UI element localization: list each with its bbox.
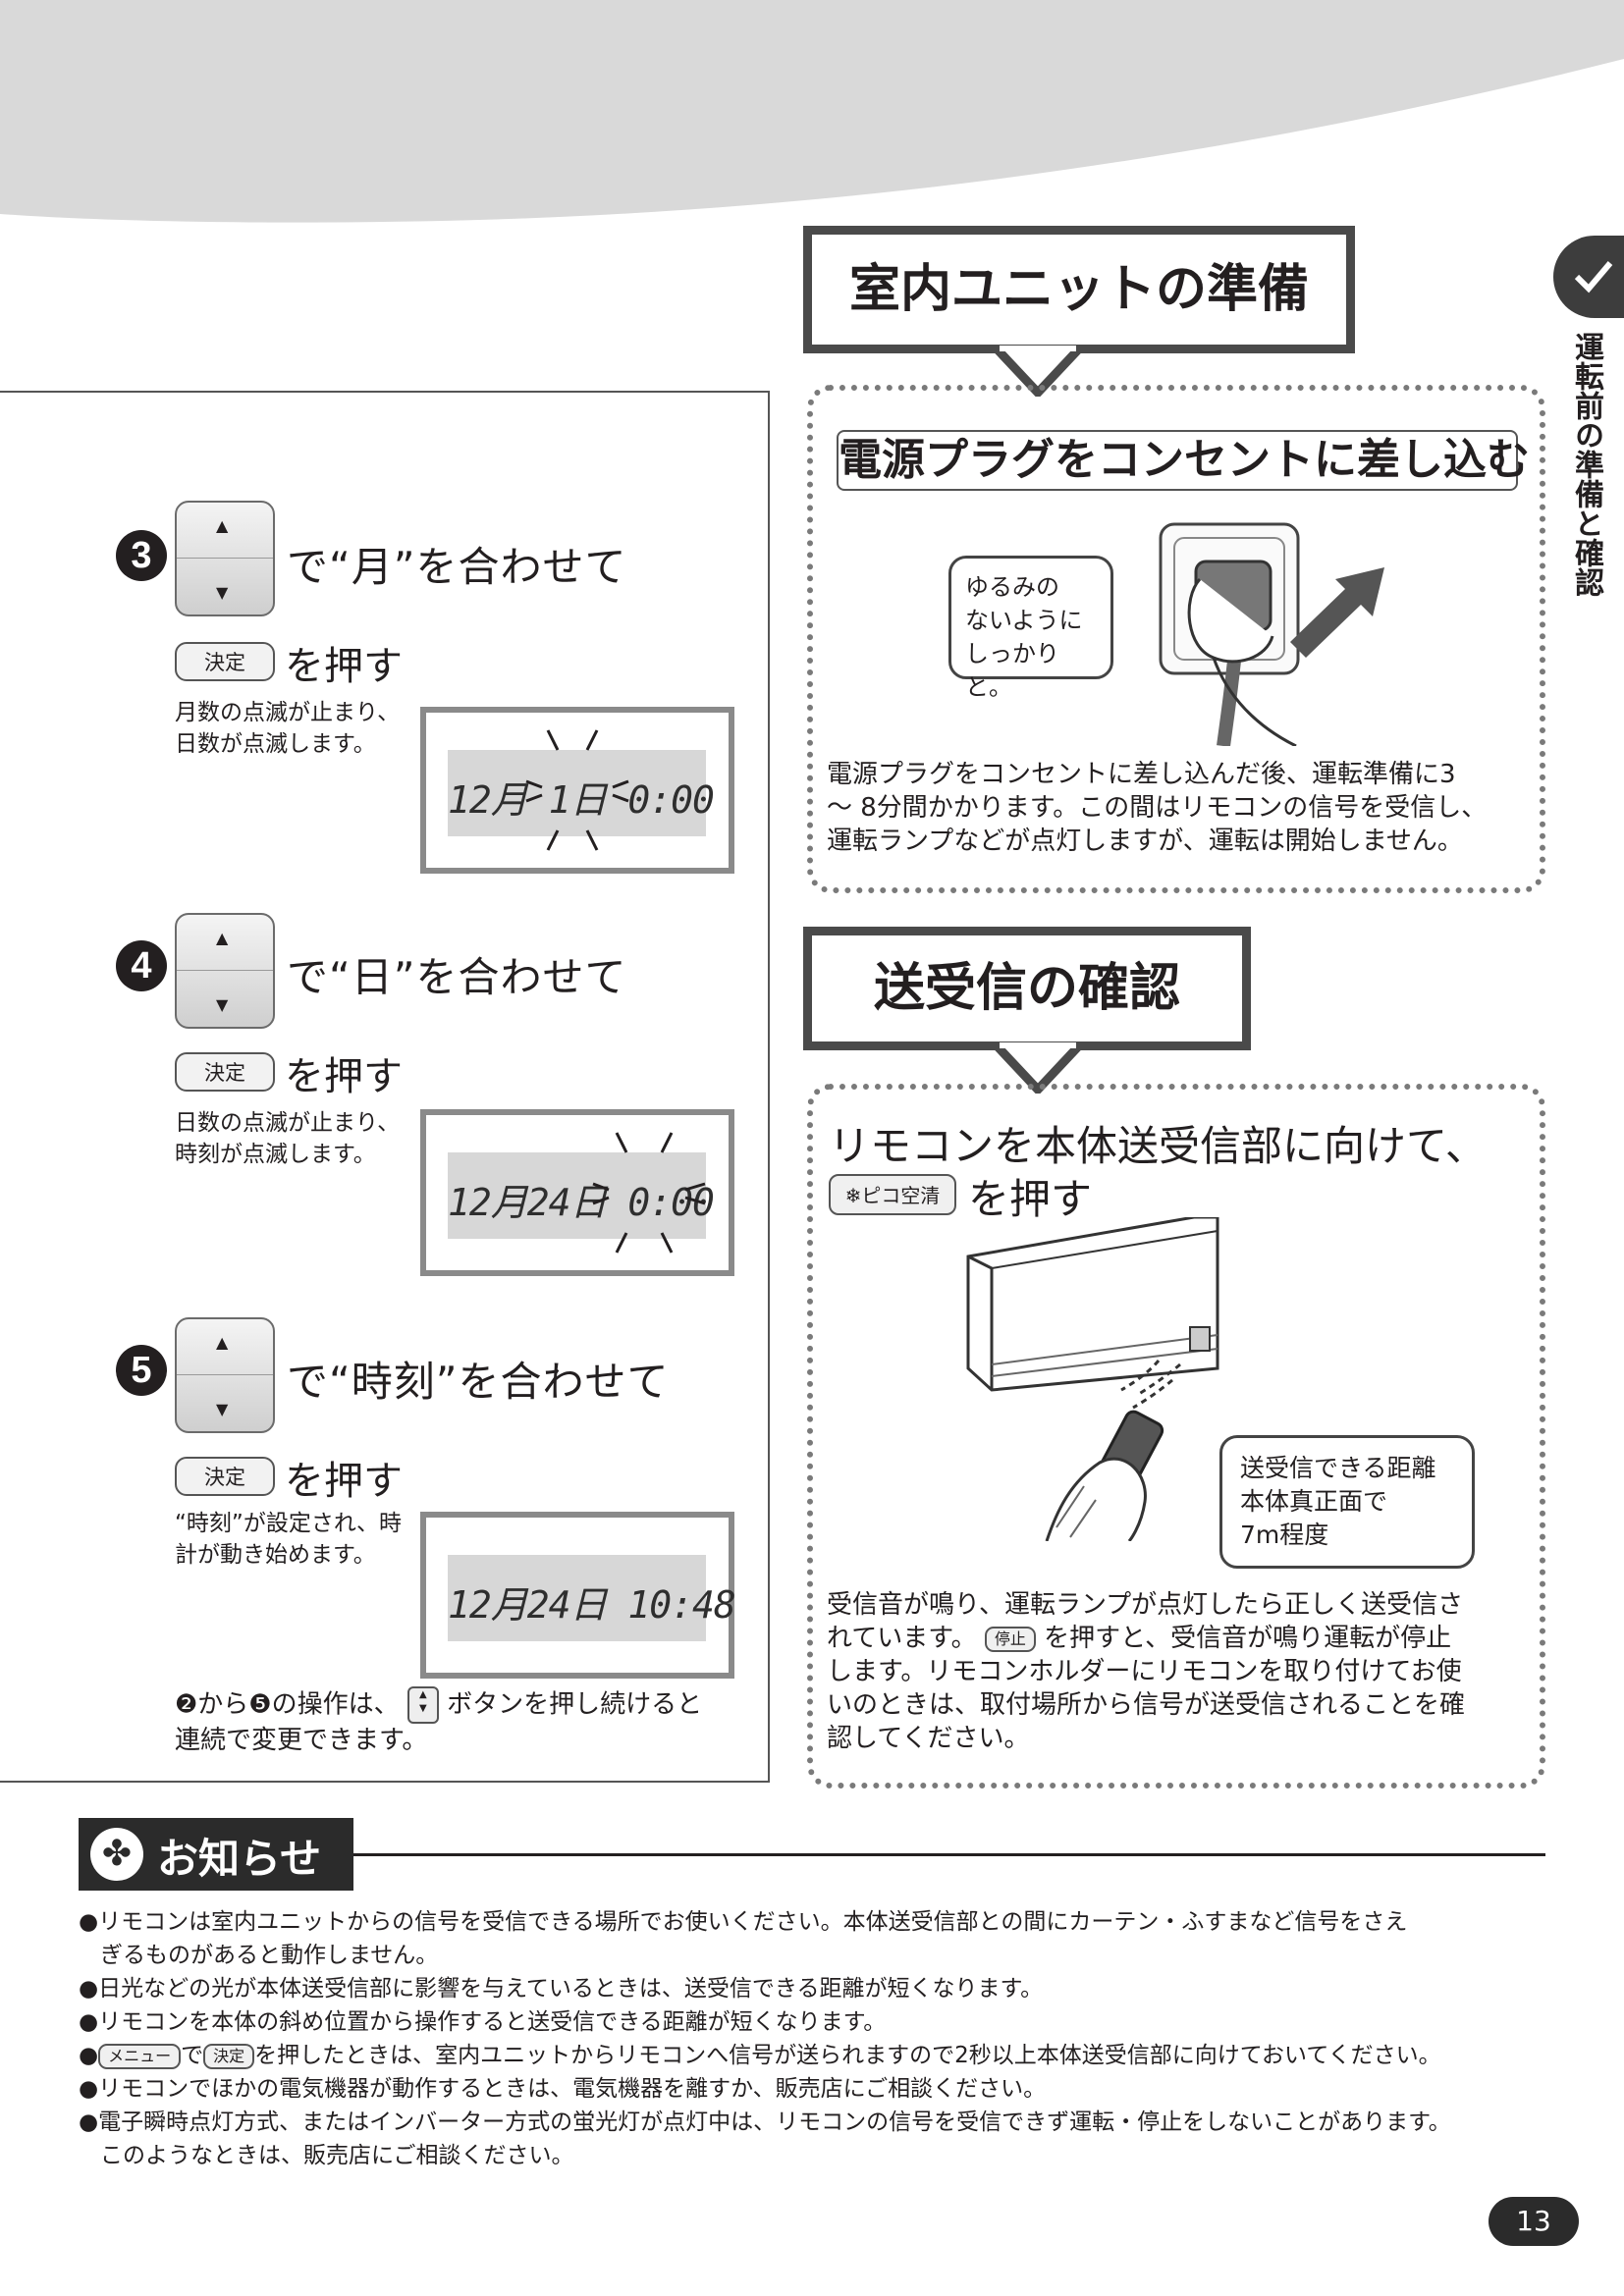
footnote-text: 連続で変更できます。 (175, 1726, 428, 1755)
indoor-prep-title: 室内ユニットの準備 (803, 226, 1355, 353)
date-setting-panel (0, 391, 770, 1783)
notice-rule (353, 1853, 1545, 1856)
up-down-mini-icon: ▲▼ (406, 1686, 439, 1724)
notice-bullet: ●日光などの光が本体送受信部に影響を与えているときは、送受信できる距離が短くなり… (79, 1976, 1044, 2002)
bullet-text: で (181, 2043, 204, 2068)
step-number-5: 5 (116, 1345, 167, 1396)
body-text-part: を押すと、受信音が鳴り運転が停止 (1044, 1624, 1452, 1653)
bubble-line: ゆるみの (965, 573, 1059, 601)
notice-bullet: ぎるものがあると動作しません。 (100, 1943, 439, 1968)
bubble-line: しっかりと。 (965, 640, 1059, 701)
kettei-button: 決定 (175, 1457, 275, 1496)
body-line: 電源プラグをコンセントに差し込んだ後、運転準備に3 (827, 760, 1456, 789)
notice-bullet: ●リモコンは室内ユニットからの信号を受信できる場所でお使いください。本体送受信部… (79, 1909, 1408, 1935)
notice-header: ✤ お知らせ (79, 1818, 353, 1891)
stop-button: 停止 (984, 1626, 1036, 1652)
up-arrow-icon: ▲ (216, 1333, 229, 1352)
checkmark-tab-icon (1553, 236, 1624, 318)
plug-bubble: ゆるみの ないように しっかりと。 (948, 556, 1113, 701)
up-down-button: ▲ ▼ (175, 1317, 275, 1433)
body-line: 受信音が鳴り、運転ランプが点灯したら正しく送受信さ (827, 1590, 1464, 1620)
bubble-line: 7m程度 (1240, 1521, 1329, 1549)
down-arrow-icon: ▼ (216, 583, 229, 602)
bullet-text: を押したときは、室内ユニットからリモコンへ信号が送られますので2秒以上本体送受信… (254, 2043, 1441, 2068)
up-arrow-icon: ▲ (216, 929, 229, 947)
signal-heading-2: を押す (968, 1175, 1093, 1223)
callout-pointer (994, 1042, 1082, 1094)
header-wave (0, 0, 1624, 223)
body-line: いのときは、取付場所から信号が送受信されることを確 (827, 1690, 1466, 1720)
step-title: で“日”を合わせて (287, 953, 627, 1001)
side-tab-label: 運転前の準備と確認 (1569, 332, 1603, 597)
notice-bullet: ●リモコンを本体の斜め位置から操作すると送受信できる距離が短くなります。 (79, 2009, 887, 2035)
kettei-button: 決定 (175, 1052, 275, 1092)
blink-rays-icon (592, 1132, 706, 1254)
body-text-part: れています。 (827, 1624, 977, 1653)
step-number-4: 4 (116, 940, 167, 991)
signal-heading-1: リモコンを本体送受信部に向けて、 (829, 1122, 1487, 1170)
lcd-text: 12月24日 10:48 (448, 1583, 736, 1627)
indoor-prep-title-text: 室内ユニットの準備 (848, 260, 1309, 319)
signal-check-title-text: 送受信の確認 (873, 959, 1180, 1018)
push-label: を押す (285, 1054, 403, 1099)
up-down-button: ▲ ▼ (175, 501, 275, 616)
notice-bullet: ●メニューで決定を押したときは、室内ユニットからリモコンへ信号が送られますので2… (79, 2043, 1441, 2069)
kettei-button: 決定 (203, 2043, 255, 2069)
menu-button: メニュー (98, 2043, 182, 2069)
footnote-text: ❷から❺の操作は、 (175, 1689, 400, 1720)
push-label: を押す (285, 1459, 403, 1504)
indoor-prep-box (807, 385, 1545, 893)
lcd-text: 12月 1日 0:00 (448, 778, 715, 822)
notice-bullet: このようなときは、販売店にご相談ください。 (100, 2143, 574, 2168)
plug-heading: 電源プラグをコンセントに差し込む (837, 430, 1530, 491)
down-arrow-icon: ▼ (216, 1400, 229, 1418)
kettei-button: 決定 (175, 642, 275, 681)
notice-bullet: ●リモコンでほかの電気機器が動作するときは、電気機器を離すか、販売店にご相談くだ… (79, 2076, 1047, 2102)
clover-icon: ✤ (90, 1828, 143, 1881)
left-footnote: ❷から❺の操作は、 ▲▼ ボタンを押し続けると 連続で変更できます。 (175, 1686, 702, 1757)
distance-bubble: 送受信できる距離 本体真正面で 7m程度 (1219, 1435, 1475, 1569)
lcd-display: 12月24日 10:48 (420, 1512, 736, 1679)
step-note: 日数の点滅が止まり、時刻が点滅します。 (175, 1110, 401, 1167)
body-line: 認してください。 (827, 1724, 1030, 1753)
air-conditioner-illustration (966, 1217, 1219, 1541)
push-label: を押す (285, 644, 403, 689)
step-note: “時刻”が設定され、時計が動き始めます。 (175, 1511, 403, 1568)
step-number-3: 3 (116, 530, 167, 581)
body-line: ～ 8分間かかります。この間はリモコンの信号を受信し、 (827, 793, 1488, 823)
signal-check-title: 送受信の確認 (803, 927, 1251, 1050)
blink-rays-icon (525, 729, 629, 851)
signal-check-text: 受信音が鳴り、運転ランプが点灯したら正しく送受信さ れています。 停止 を押すと… (827, 1588, 1543, 1755)
bubble-line: ないように (965, 607, 1083, 634)
footnote-text: ボタンを押し続けると (447, 1689, 703, 1720)
notice-title: お知らせ (157, 1835, 322, 1883)
step-title: で“時刻”を合わせて (287, 1358, 670, 1406)
lcd-display: 12月24日 0:00 (420, 1109, 734, 1276)
lcd-text: 12月24日 0:00 (448, 1181, 715, 1224)
up-arrow-icon: ▲ (216, 516, 229, 535)
plug-heading-text: 電源プラグをコンセントに差し込む (839, 435, 1530, 485)
down-arrow-icon: ▼ (216, 995, 229, 1014)
bubble-line: 本体真正面で (1240, 1487, 1388, 1516)
body-line: 運転ランプなどが点灯しますが、運転は開始しません。 (827, 827, 1463, 856)
plug-illustration (1159, 522, 1384, 746)
callout-pointer (994, 346, 1082, 397)
page-number: 13 (1489, 2197, 1579, 2246)
step-note: 月数の点滅が止まり、日数が点滅します。 (175, 700, 401, 757)
bubble-line: 送受信できる距離 (1240, 1454, 1436, 1482)
body-line: します。リモコンホルダーにリモコンを取り付けてお使 (827, 1657, 1462, 1686)
lcd-display: 12月 1日 0:00 (420, 707, 734, 874)
indoor-prep-text: 電源プラグをコンセントに差し込んだ後、運転準備に3 ～ 8分間かかります。この間… (827, 758, 1543, 858)
notice-bullet: ●電子瞬時点灯方式、またはインバーター方式の蛍光灯が点灯中は、リモコンの信号を受… (79, 2109, 1451, 2135)
pico-kusei-button: ❄ピコ空清 (829, 1174, 956, 1215)
signal-check-box (807, 1084, 1545, 1789)
step-title: で“月”を合わせて (287, 543, 627, 591)
up-down-button: ▲ ▼ (175, 913, 275, 1029)
body-line: れています。 停止 を押すと、受信音が鳴り運転が停止 (827, 1622, 1543, 1655)
